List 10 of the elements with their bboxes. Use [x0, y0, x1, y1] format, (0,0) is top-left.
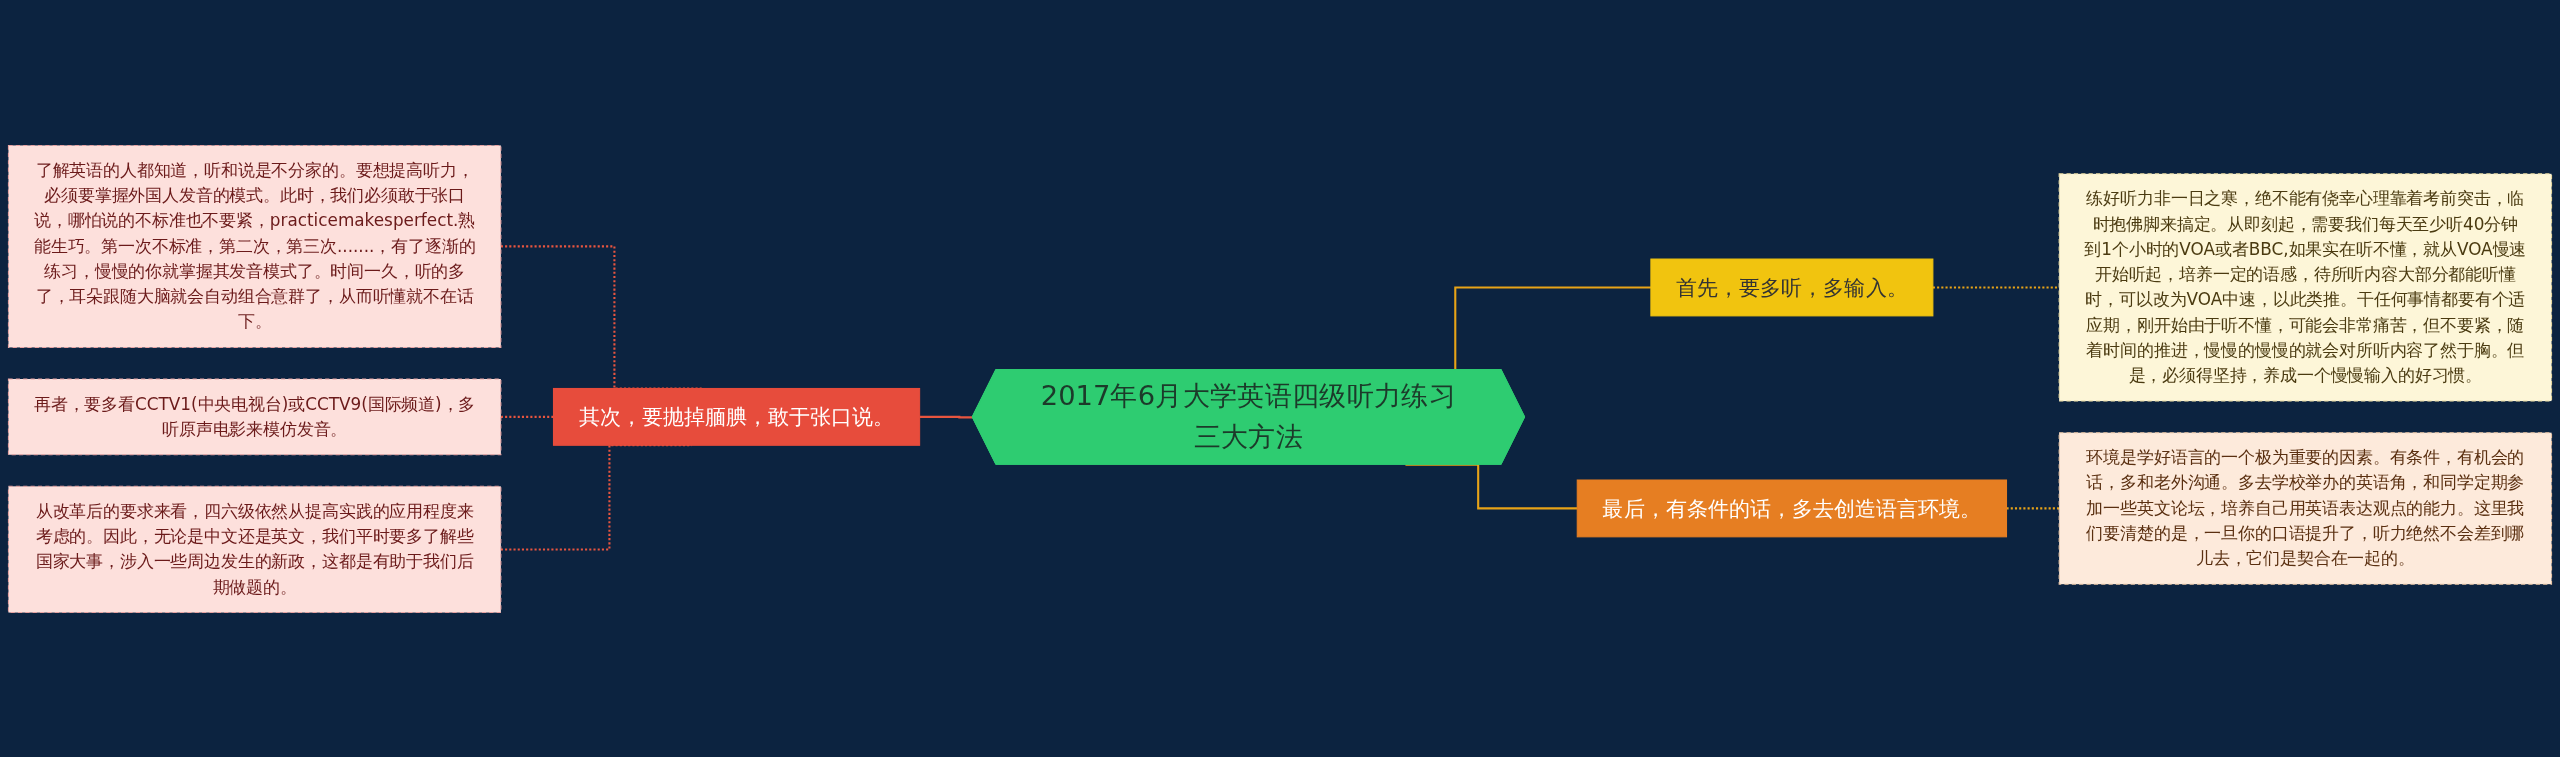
node-box: 练好听力非一日之寒，绝不能有侥幸心理靠着考前突击，临时抱佛脚来搞定。从即刻起，需要我们每天至少听40分钟到1个小时的VOA或者BBC,如果实在听不懂，就从VOA慢速开始听起，培养一定的语感，待所听内容大部分都能听懂时，可以改为VOA中速，以此类推。干任何事情都要有个适应期，刚开始由于听不懂，可能会非常痛苦，但不要紧，随着时间的推进，慢慢的慢慢的就会对所听内容了然于胸。但是，必须得坚持，养成一个慢慢输入的好习惯。: [2058, 172, 2553, 402]
node-box: 从改革后的要求来看，四六级依然从提高实践的应用程度来考虑的。因此，无论是中文还是英文，我们平时要多了解些国家大事，涉入一些周边发生的新政，这都是有助于我们后期做题的。: [7, 485, 502, 613]
connector: [919, 415, 973, 418]
node-box: 了解英语的人都知道，听和说是不分家的。要想提高听力，必须要掌握外国人发音的模式。此时，我们必须敢于张口说，哪怕说的不标准也不要紧，practicemakesperfect.熟能生巧。第一次不标准，第二次，第三次.......，有了逐渐的练习，慢慢的你就掌握其发音模式了。时间一久，听的多了，耳朵跟随大脑就会自动组合意群了，从而听懂就不在话下。: [7, 144, 502, 348]
node-box: 再者，要多看CCTV1(中央电视台)或CCTV9(国际频道)，多听原声电影来模仿发音。: [7, 377, 502, 455]
node-box: 其次，要抛掉腼腆，敢于张口说。: [552, 387, 921, 446]
connector: [1405, 463, 1578, 509]
node-box: 最后，有条件的话，多去创造语言环境。: [1576, 479, 2008, 537]
node-box: 首先，要多听，多输入。: [1650, 258, 1934, 316]
node-box: 环境是学好语言的一个极为重要的因素。有条件，有机会的话，多和老外沟通。多去学校举办的英语角，和同学定期参加一些英文论坛，培养自己用英语表达观点的能力。这里我们要清楚的是，一旦你的口语提升了，听力绝然不会差到哪儿去，它们是契合在一起的。: [2058, 431, 2553, 585]
